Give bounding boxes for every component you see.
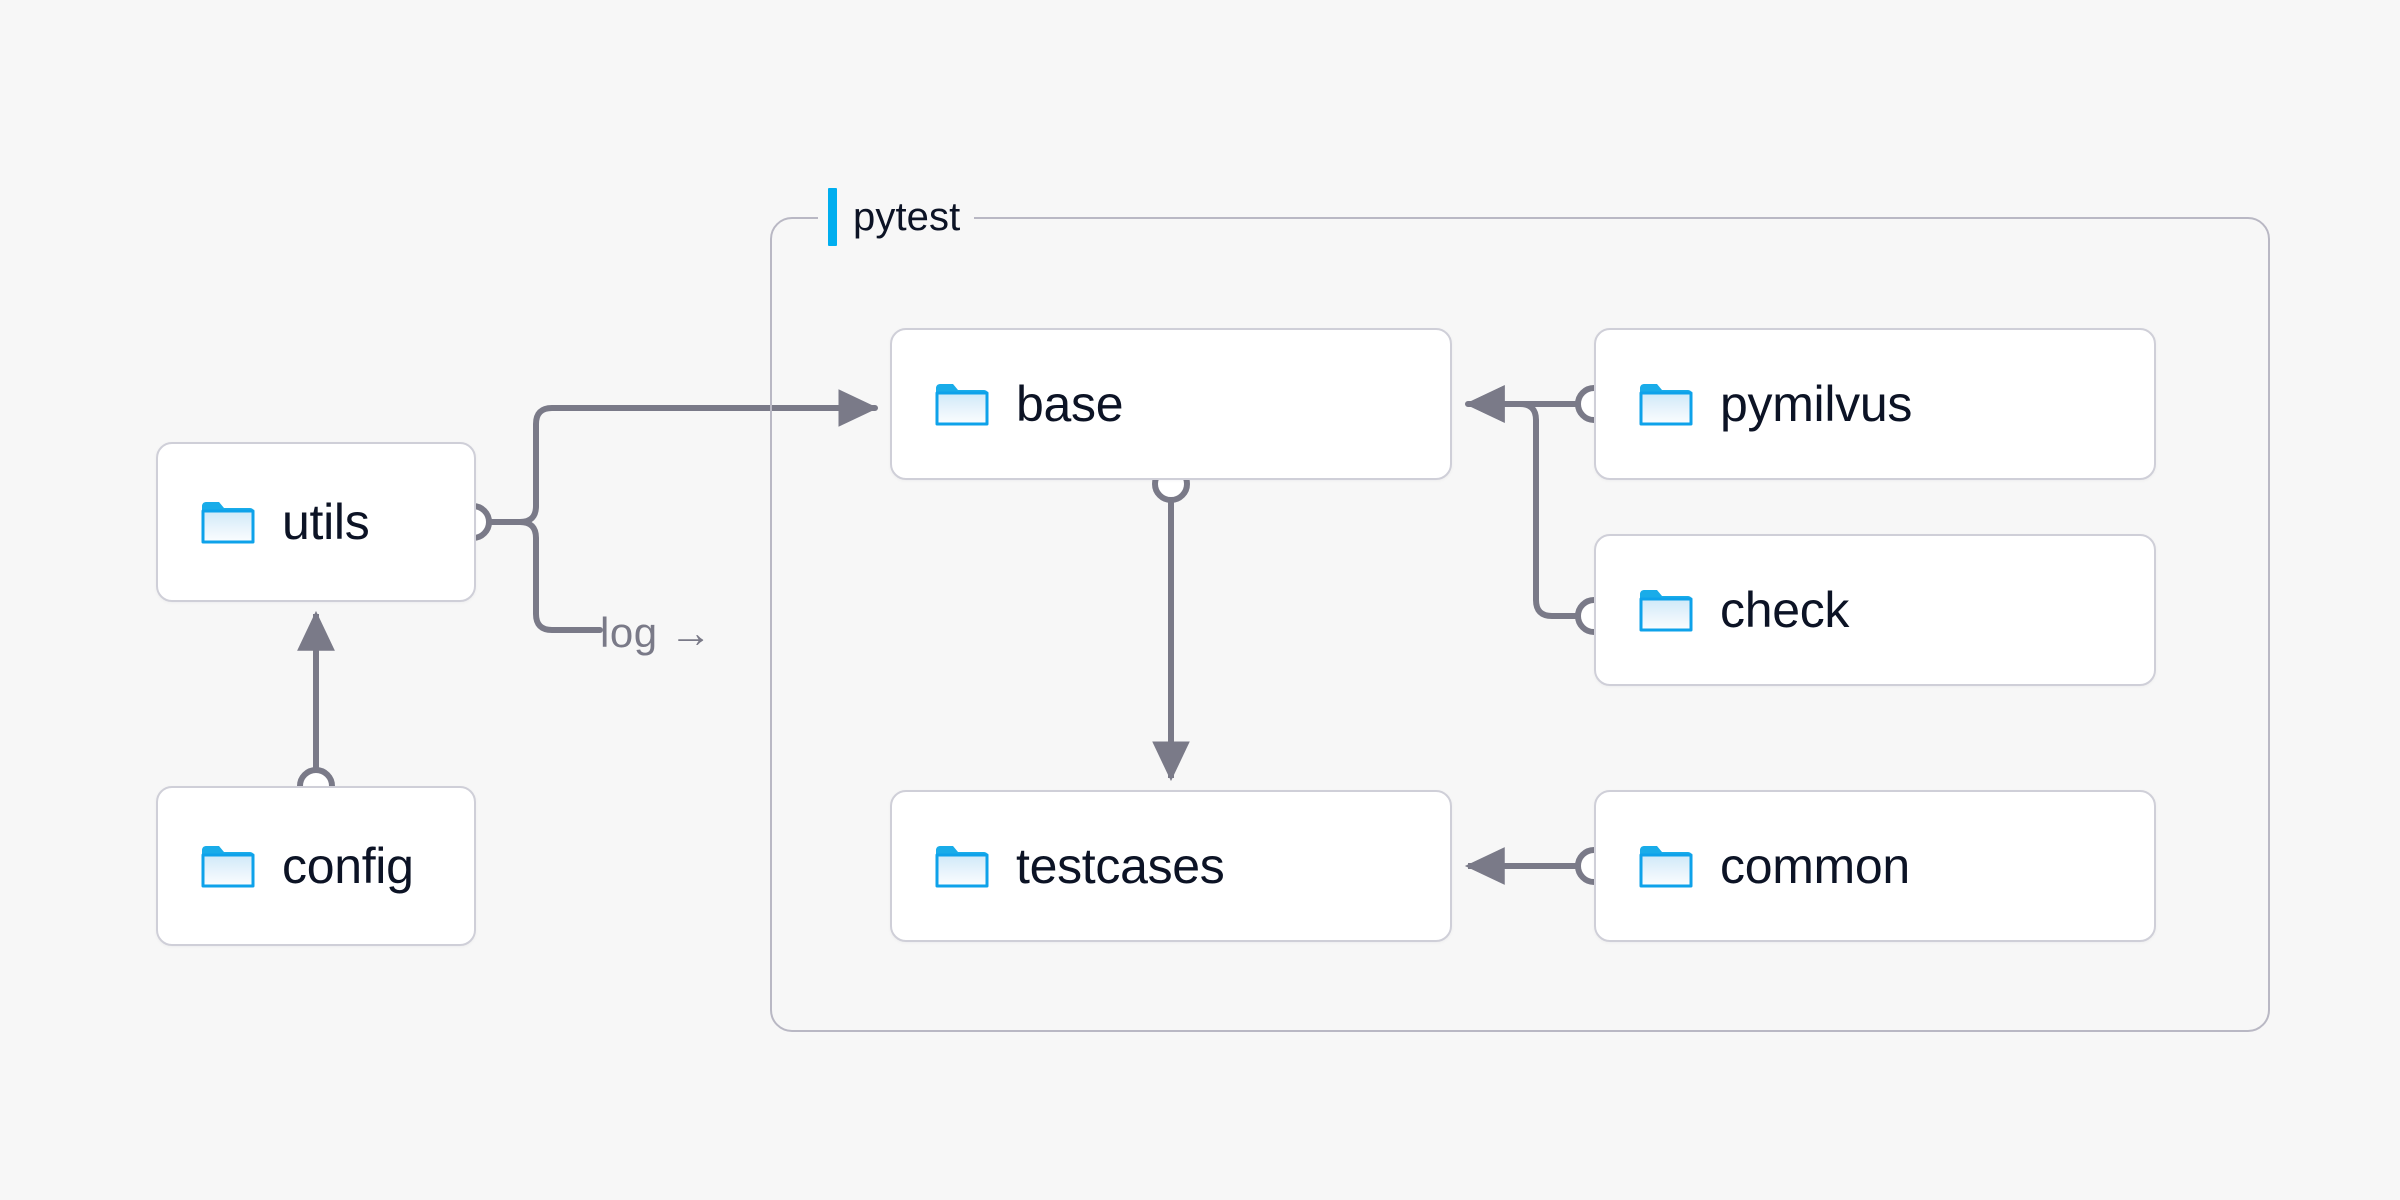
node-box-config[interactable]: config (156, 786, 476, 946)
node-label-utils: utils (282, 494, 370, 550)
node-content: utils (158, 494, 370, 550)
node-box-check[interactable]: check (1594, 534, 2156, 686)
node-label-config: config (282, 838, 414, 894)
node-box-utils[interactable]: utils (156, 442, 476, 602)
node-label-base: base (1016, 376, 1124, 432)
folder-icon (935, 846, 989, 888)
node-content: base (892, 376, 1124, 432)
folder-icon (935, 384, 989, 426)
node-label-testcases: testcases (1016, 838, 1225, 894)
edge-label-log: log → (600, 609, 713, 656)
node-label-pymilvus: pymilvus (1720, 376, 1913, 432)
node-box-base[interactable]: base (890, 328, 1452, 480)
node-content: config (158, 841, 414, 891)
edge-config-to-utils (297, 610, 335, 805)
node-box-testcases[interactable]: testcases (890, 790, 1452, 942)
node-content: check (1596, 585, 1849, 635)
group-container-pytest (770, 217, 2270, 1032)
vertical-bar-marker-icon (828, 188, 837, 246)
edge-utils-to-log (486, 519, 603, 633)
group-label-pytest: pytest (818, 188, 975, 246)
folder-icon (1639, 590, 1693, 632)
node-label-check: check (1720, 582, 1850, 638)
node-box-common[interactable]: common (1594, 790, 2156, 942)
folder-icon (201, 846, 255, 888)
node-label-common: common (1720, 838, 1910, 894)
node-box-pymilvus[interactable]: pymilvus (1594, 328, 2156, 480)
node-content: pymilvus (1596, 379, 1912, 429)
folder-icon (1639, 384, 1693, 426)
node-content: testcases (892, 841, 1225, 891)
folder-icon (201, 502, 255, 544)
group-title-text: pytest (853, 195, 961, 239)
folder-icon (1639, 846, 1693, 888)
node-content: common (1596, 841, 1910, 891)
